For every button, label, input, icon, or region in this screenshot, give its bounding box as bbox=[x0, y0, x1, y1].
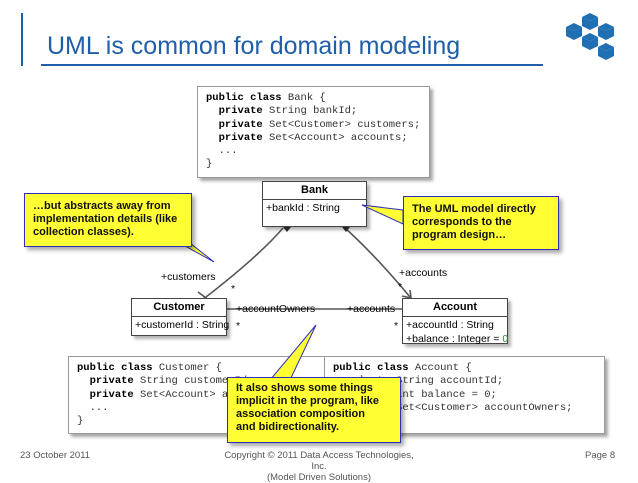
multiplicity-label: * bbox=[236, 320, 241, 332]
callout-line: corresponds to the bbox=[412, 216, 512, 228]
uml-class-bank: Bank +bankId : String bbox=[262, 181, 367, 227]
uml-class-customer: Customer +customerId : String bbox=[131, 298, 230, 336]
uml-class-name: Customer bbox=[132, 299, 226, 317]
role-label-account-owners: +accountOwners bbox=[236, 303, 316, 315]
code-keyword: private bbox=[89, 388, 134, 401]
bank-code-listing: public class Bank { private String bankI… bbox=[197, 86, 430, 178]
attr-text: +balance : Integer = bbox=[406, 333, 503, 345]
callout-line: …but abstracts away from bbox=[33, 200, 171, 212]
callout-line: implementation details (like bbox=[33, 213, 178, 225]
uml-attribute: +bankId : String bbox=[266, 202, 340, 214]
callout-line: and bidirectionality. bbox=[236, 421, 340, 433]
code-text: ... bbox=[218, 145, 238, 158]
code-text: } bbox=[77, 415, 84, 428]
bank-account-association bbox=[344, 227, 411, 298]
code-text: Bank { bbox=[281, 92, 326, 104]
callout-line: association composition bbox=[236, 408, 365, 420]
callout-line: implicit in the program, like bbox=[236, 395, 380, 407]
code-keyword: private bbox=[218, 118, 263, 131]
code-text: Set<Account> accounts; bbox=[262, 131, 408, 144]
footer-date: 23 October 2011 bbox=[20, 450, 91, 461]
callout-line: program design… bbox=[412, 229, 507, 241]
callout-line: collection classes). bbox=[33, 226, 134, 238]
multiplicity-label: * bbox=[398, 281, 403, 293]
uml-attribute: +customerId : String bbox=[135, 319, 230, 331]
title-underline bbox=[41, 64, 543, 66]
code-keyword: public class bbox=[333, 362, 409, 374]
role-label-accounts: +accounts bbox=[399, 267, 448, 279]
callout-line: It also shows some things bbox=[236, 382, 373, 394]
code-keyword: public class bbox=[206, 92, 282, 104]
multiplicity-label: * bbox=[394, 320, 399, 332]
role-label-accounts: +accounts bbox=[347, 303, 396, 315]
bank-customer-association bbox=[205, 227, 284, 298]
callout-correspondence: The UML model directly corresponds to th… bbox=[403, 196, 559, 250]
bottom-callout-pointer bbox=[268, 324, 317, 381]
footer-page-number: Page 8 bbox=[585, 450, 616, 461]
code-text: int balance = 0; bbox=[389, 388, 497, 401]
callout-implicit-semantics: It also shows some things implicit in th… bbox=[227, 377, 401, 443]
slide-title: UML is common for domain modeling bbox=[47, 32, 461, 60]
footer-copyright-line: Copyright © 2011 Data Access Technologie… bbox=[224, 450, 414, 472]
uml-attribute: +accountId : String bbox=[406, 319, 494, 331]
uml-class-account: Account +accountId : String +balance : I… bbox=[402, 298, 509, 347]
attr-default-value: 0 bbox=[502, 333, 509, 345]
code-keyword: private bbox=[89, 375, 134, 388]
code-text: String bankId; bbox=[262, 105, 358, 118]
right-callout-pointer bbox=[361, 204, 404, 225]
code-text: String accountId; bbox=[389, 375, 504, 388]
code-text: Customer { bbox=[152, 362, 222, 374]
title-accent-bar bbox=[21, 13, 23, 66]
code-keyword: public class bbox=[77, 362, 153, 374]
code-text: ... bbox=[89, 401, 109, 414]
code-text: Set<Customer> customers; bbox=[262, 118, 421, 131]
callout-line: The UML model directly bbox=[412, 203, 536, 215]
footer-copyright: Copyright © 2011 Data Access Technologie… bbox=[219, 450, 419, 483]
code-keyword: private bbox=[218, 105, 263, 118]
code-text: } bbox=[206, 158, 213, 171]
checkered-cube-logo-icon bbox=[566, 13, 614, 60]
callout-abstraction: …but abstracts away from implementation … bbox=[24, 193, 192, 247]
code-text: Set<Customer> accountOwners; bbox=[389, 401, 573, 414]
uml-class-name: Bank bbox=[263, 182, 366, 200]
multiplicity-label: * bbox=[231, 283, 236, 295]
code-keyword: private bbox=[218, 131, 263, 144]
code-text: Account { bbox=[408, 362, 472, 374]
role-label-customers: +customers bbox=[161, 271, 216, 283]
uml-attribute: +balance : Integer = 0 bbox=[403, 333, 509, 347]
uml-class-name: Account bbox=[403, 299, 507, 317]
